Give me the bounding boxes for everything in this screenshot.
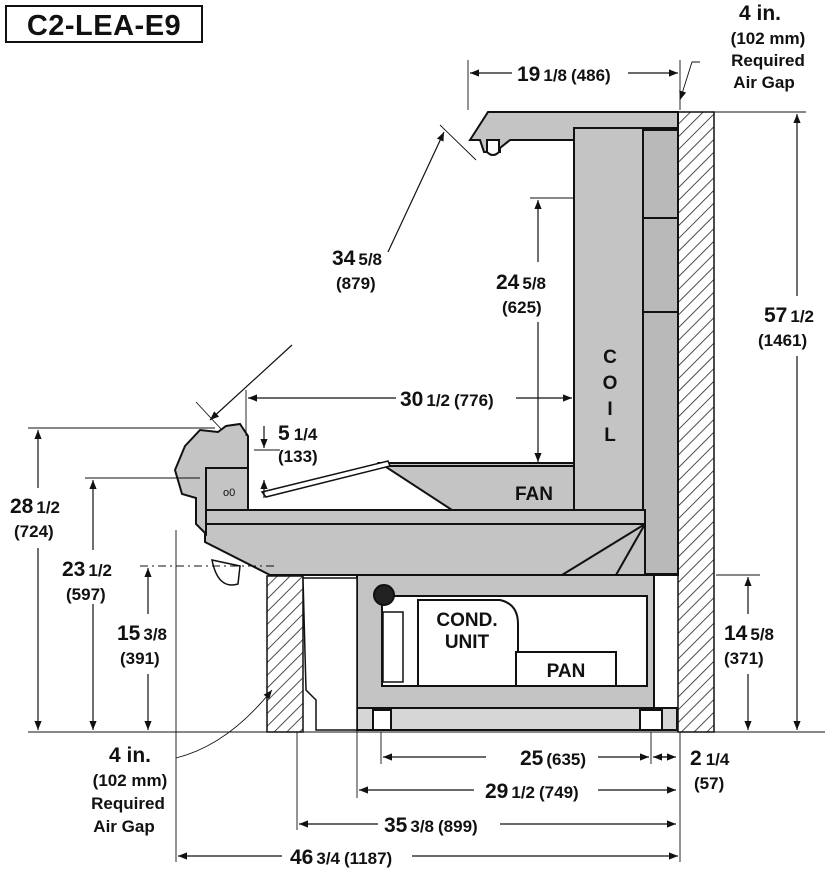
air-gap-note-top: 4 in. (102 mm) Required Air Gap [731,2,806,92]
svg-text:Air Gap: Air Gap [93,817,154,836]
svg-text:o0: o0 [223,487,235,499]
svg-text:345/8: 345/8 [332,247,382,270]
svg-text:4 in.: 4 in. [109,744,151,767]
svg-text:(1461): (1461) [758,331,807,350]
svg-text:245/8: 245/8 [496,271,546,294]
model-number: C2-LEA-E9 [26,10,182,42]
model-number-box: C2-LEA-E9 [5,5,203,43]
cond-unit-label-1: COND. [436,610,497,631]
coil-label: C O I L [603,347,618,446]
svg-text:571/2: 571/2 [764,304,814,327]
svg-text:51/4: 51/4 [278,422,318,445]
dim-leg-span: 25(635) [520,747,586,770]
svg-text:Required: Required [91,794,165,813]
rear-wall [677,111,715,733]
svg-text:291/2(749): 291/2(749) [485,780,579,803]
pan-label: PAN [547,661,586,682]
svg-text:(879): (879) [336,274,376,293]
dimension-lines [28,60,825,862]
svg-text:(57): (57) [694,774,724,793]
svg-text:O: O [603,373,618,394]
svg-text:281/2: 281/2 [10,495,60,518]
svg-text:L: L [604,425,616,446]
case-body: o0 [173,111,679,731]
svg-text:(102 mm): (102 mm) [93,771,168,790]
svg-text:(133): (133) [278,447,318,466]
svg-text:353/8(899): 353/8(899) [384,814,478,837]
svg-text:463/4(1187): 463/4(1187) [290,846,392,869]
svg-text:191/8(486): 191/8(486) [517,63,611,86]
svg-text:25(635): 25(635) [520,747,586,770]
svg-text:Air Gap: Air Gap [733,73,794,92]
svg-text:C: C [603,347,617,368]
svg-text:(597): (597) [66,585,106,604]
cond-unit-label-2: UNIT [445,632,490,653]
svg-text:4 in.: 4 in. [739,2,781,25]
svg-text:153/8: 153/8 [117,622,167,645]
svg-text:231/2: 231/2 [62,558,112,581]
svg-text:21/4: 21/4 [690,747,730,770]
svg-text:Required: Required [731,51,805,70]
svg-text:(724): (724) [14,522,54,541]
front-wall [266,575,304,733]
svg-text:301/2(776): 301/2(776) [400,388,494,411]
svg-text:I: I [607,399,612,420]
air-gap-note-bottom: 4 in. (102 mm) Required Air Gap [91,744,167,836]
svg-text:(371): (371) [724,649,764,668]
svg-text:(102 mm): (102 mm) [731,29,806,48]
svg-text:145/8: 145/8 [724,622,774,645]
fan-label: FAN [515,484,553,505]
svg-text:(625): (625) [502,298,542,317]
svg-text:(391): (391) [120,649,160,668]
